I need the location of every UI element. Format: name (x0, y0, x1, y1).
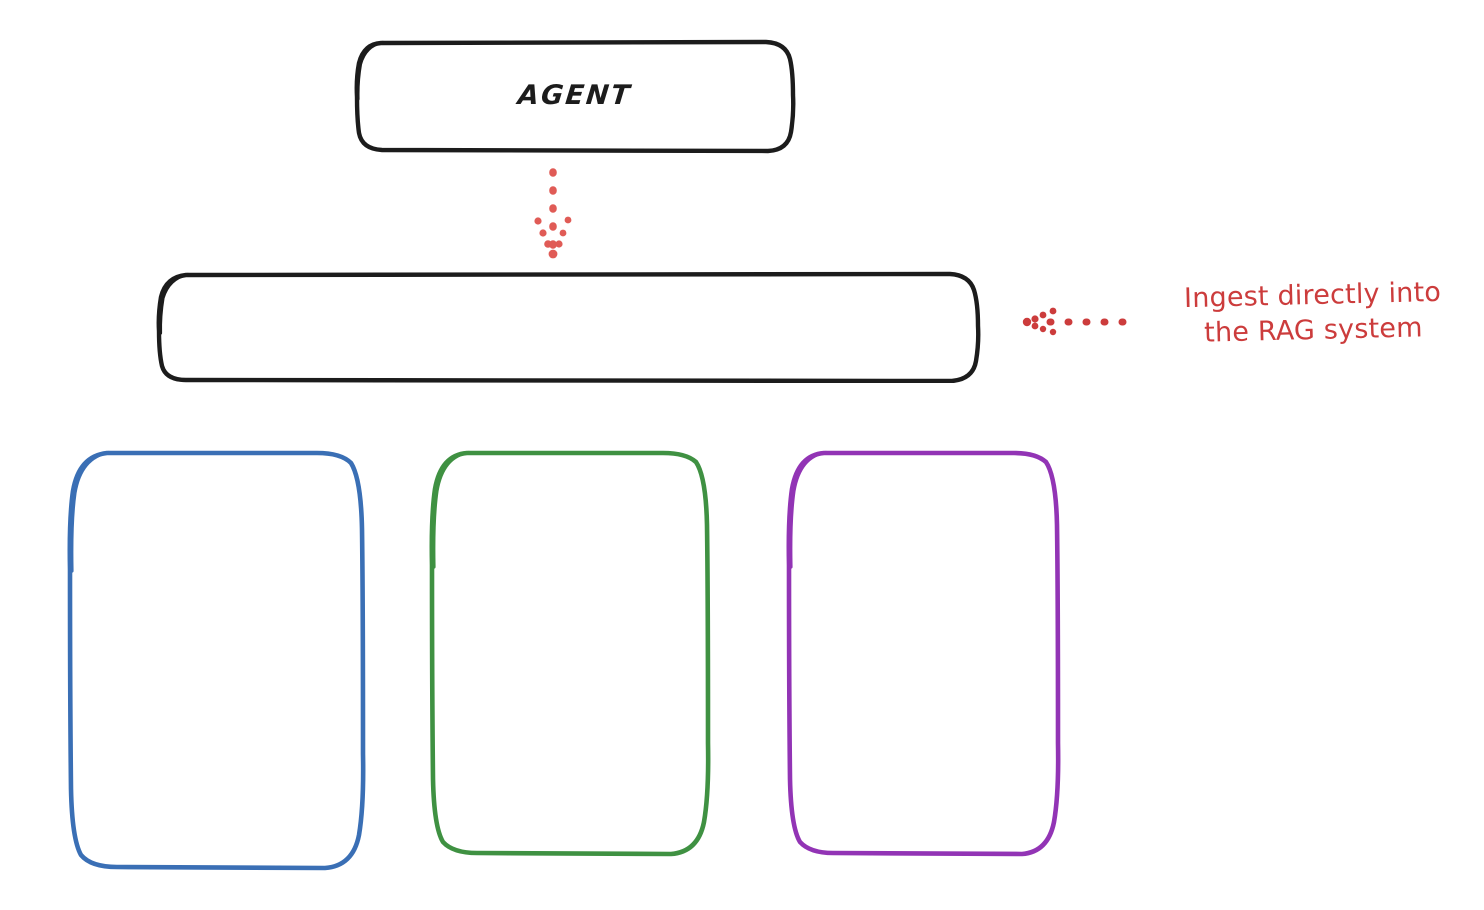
node-relational-io[interactable]: RelationalIO (insert_sql, query_sql) SQL… (786, 449, 1063, 857)
node-rag-tool[interactable]: RAG Tool (156, 271, 981, 383)
connector-note-to-rag-tool (1022, 307, 1134, 336)
relational-io-sublabel: SQLTable (869, 710, 980, 740)
agent-label: AGENT (516, 80, 634, 112)
key-value-io-label: KeyValueIO (set_key, delete_key, get) (467, 566, 675, 663)
connector-agent-to-rag-tool (534, 168, 572, 259)
relational-io-label: RelationalIO (insert_sql, query_sql) (847, 566, 1002, 663)
node-agent[interactable]: AGENT (354, 39, 796, 154)
node-vector-io[interactable]: VectorIO (insert_chunks, delete_chunks, … (67, 449, 369, 871)
node-key-value-io[interactable]: KeyValueIO (set_key, delete_key, get) Ke… (429, 449, 713, 857)
rag-tool-label: RAG Tool (509, 311, 628, 342)
annotation-ingest-note: Ingest directly into the RAG system (1183, 276, 1442, 349)
vector-io-sublabel: VectorIndex (143, 733, 293, 763)
key-value-io-sublabel: KeyValueIndex (479, 710, 663, 740)
vector-io-label: VectorIO (insert_chunks, delete_chunks, … (120, 556, 316, 686)
